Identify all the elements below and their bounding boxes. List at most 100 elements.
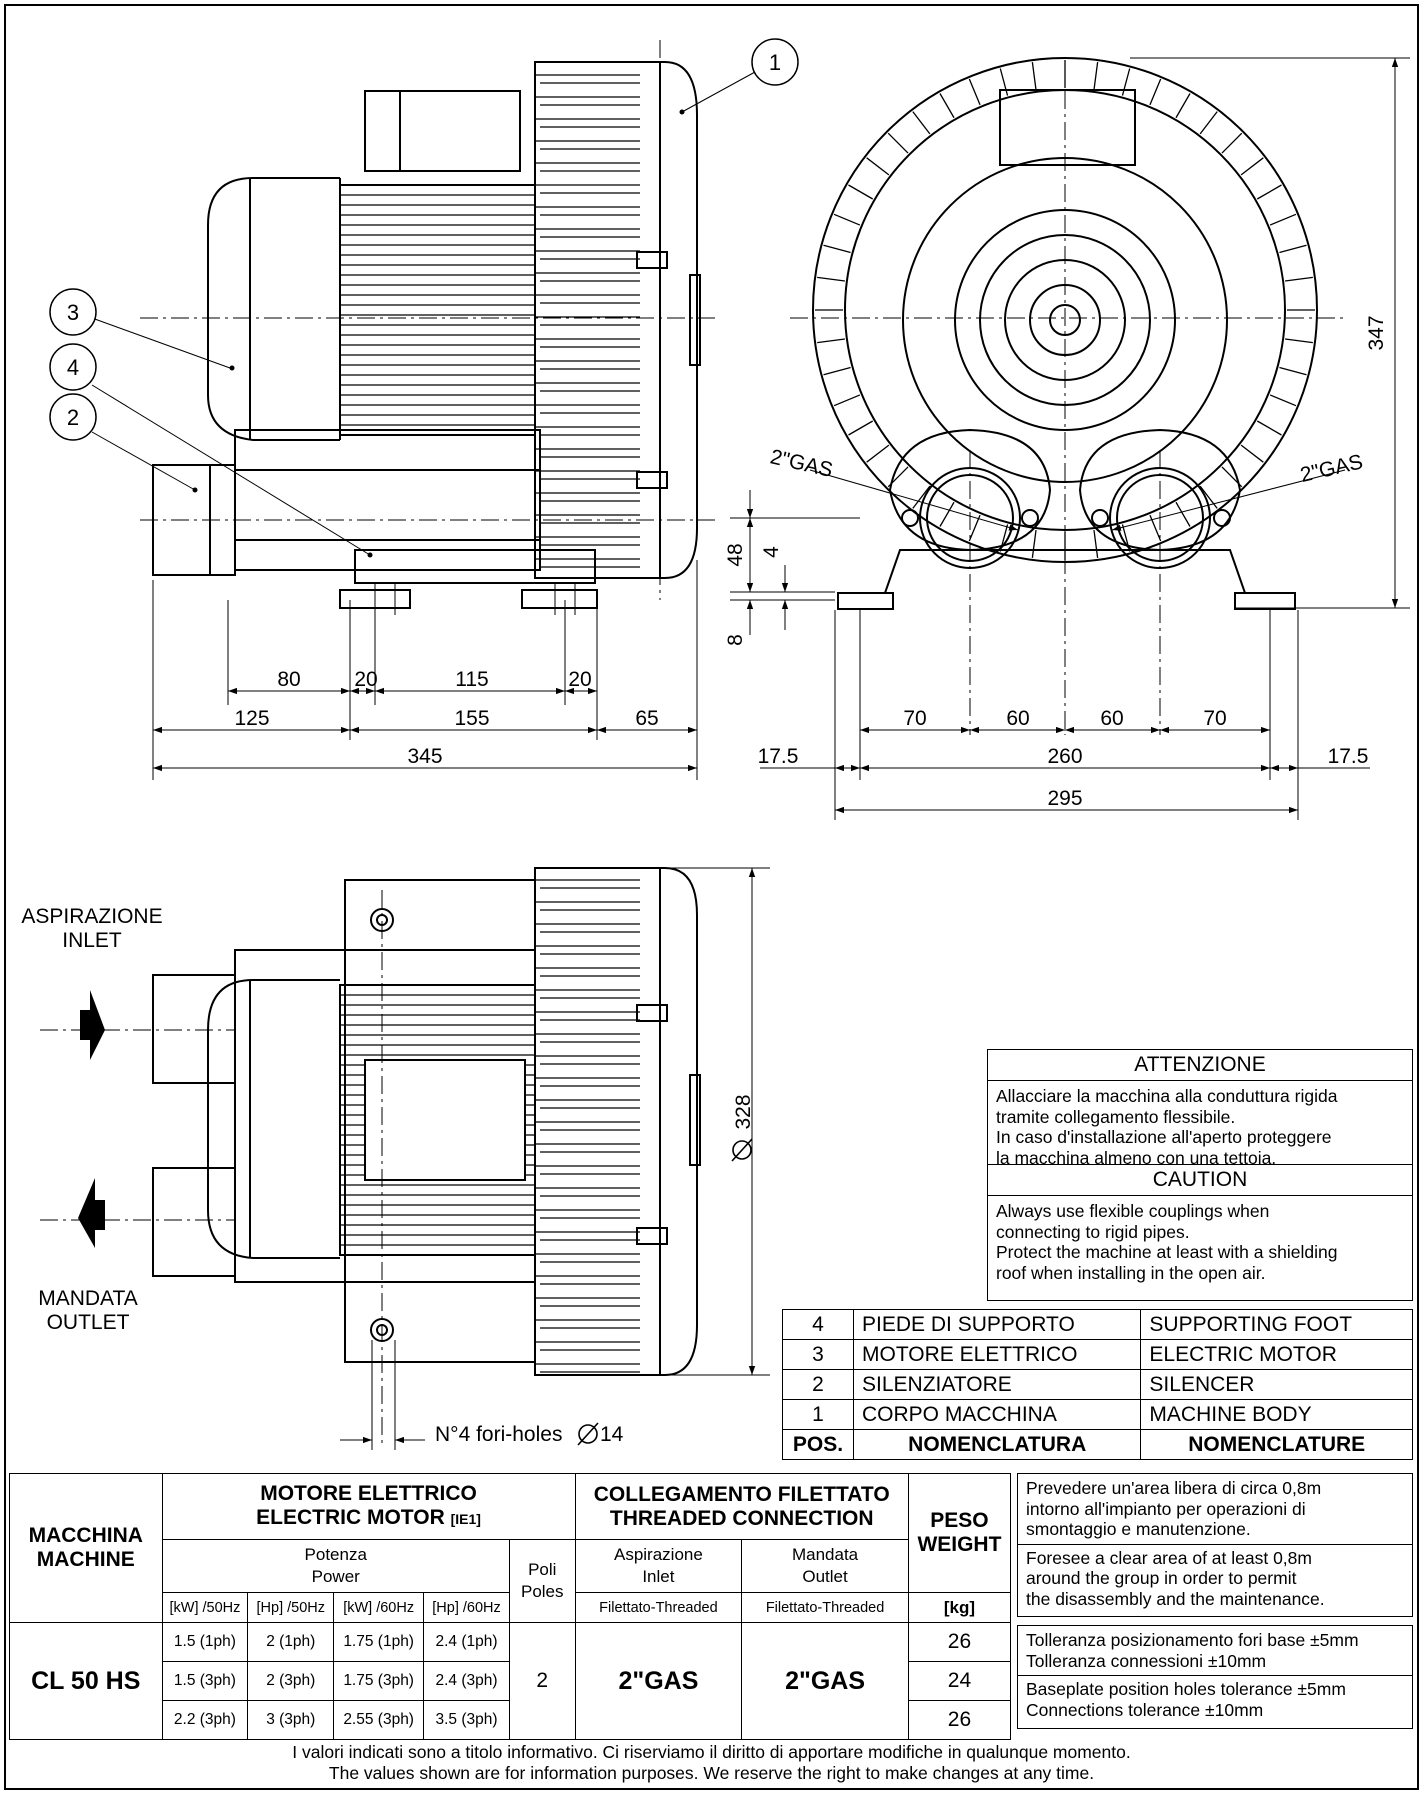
tolerance-line: Tolleranza posizionamento fori base ±5mm <box>1026 1630 1359 1650</box>
callout-circles <box>49 38 799 441</box>
caution-line: Protect the machine at least with a shie… <box>996 1242 1338 1262</box>
attention-line: Allacciare la macchina alla conduttura r… <box>996 1086 1338 1106</box>
machine-header-en: MACHINE <box>36 1548 135 1571</box>
unit-kw-50: [kW] /50Hz <box>161 1592 249 1623</box>
dim-65: 65 <box>635 707 658 730</box>
dimension-lines <box>91 57 1410 1450</box>
holes-label: N°4 fori-holes <box>435 1423 562 1446</box>
dim-20a: 20 <box>354 668 377 691</box>
dim-8: 8 <box>724 634 747 646</box>
motor-class: [IE1] <box>450 1511 481 1527</box>
part-name-it: MOTORE ELETTRICO <box>852 1339 1142 1370</box>
dim-80: 80 <box>277 668 300 691</box>
dim-4: 4 <box>760 546 783 558</box>
motor-header: MOTORE ELETTRICO ELECTRIC MOTOR [IE1] <box>161 1473 576 1540</box>
outlet-value: 2"GAS <box>741 1622 909 1740</box>
machine-header: MACCHINA MACHINE <box>9 1473 163 1623</box>
weight-value: 26 <box>907 1622 1012 1662</box>
tolerance-note: Tolleranza posizionamento fori base ±5mm… <box>1017 1625 1413 1729</box>
footer-line-it: I valori indicati sono a titolo informat… <box>292 1742 1131 1762</box>
part-name-it: CORPO MACCHINA <box>852 1399 1142 1430</box>
power-cell: 2.55 (3ph) <box>333 1700 425 1740</box>
front-centerlines <box>790 60 1345 735</box>
part-name-it: PIEDE DI SUPPORTO <box>852 1309 1142 1340</box>
caution-line: connecting to rigid pipes. <box>996 1221 1190 1242</box>
top-view <box>78 867 701 1376</box>
part-pos: 4 <box>782 1309 854 1340</box>
side-view <box>152 61 701 615</box>
info-panel: Prevedere un'area libera di circa 0,8m i… <box>1017 1473 1413 1729</box>
tolerance-line: Connections tolerance ±10mm <box>1026 1699 1264 1720</box>
clearance-line: around the group in order to permit <box>1026 1568 1297 1588</box>
dim-48: 48 <box>724 543 747 566</box>
poles-header-it: Poli <box>528 1560 557 1579</box>
inlet-header-it: Aspirazione <box>613 1545 703 1564</box>
inlet-header-en: Inlet <box>642 1567 675 1586</box>
dim-125: 125 <box>234 707 269 730</box>
sheet-frame <box>4 4 1419 1790</box>
power-header: Potenza Power <box>161 1539 510 1593</box>
clearance-line: Foresee a clear area of at least 0,8m <box>1026 1547 1312 1568</box>
outlet-label-it: MANDATA <box>38 1287 138 1310</box>
poles-value: 2 <box>508 1622 576 1740</box>
callout-4: 4 <box>67 355 79 380</box>
attention-line: la macchina almeno con una tettoia. <box>996 1147 1277 1168</box>
part-pos: 1 <box>782 1399 854 1430</box>
weight-header: PESO WEIGHT <box>907 1473 1012 1593</box>
inlet-label-it: ASPIRAZIONE <box>21 905 162 928</box>
power-cell: 2.4 (3ph) <box>423 1661 510 1701</box>
warning-box: ATTENZIONE Allacciare la macchina alla c… <box>987 1049 1413 1301</box>
weight-value: 24 <box>907 1661 1012 1701</box>
dim-345: 345 <box>407 745 442 768</box>
outlet-thread: Filettato-Threaded <box>741 1592 909 1623</box>
parts-list: 4 PIEDE DI SUPPORTO SUPPORTING FOOT 3 MO… <box>782 1309 1413 1460</box>
caution-line: roof when installing in the open air. <box>996 1262 1266 1283</box>
dim-347: 347 <box>1365 315 1388 350</box>
dim-260: 260 <box>1047 745 1082 768</box>
inlet-label-en: INLET <box>62 929 122 952</box>
part-name-en: SUPPORTING FOOT <box>1140 1309 1413 1340</box>
parts-row: 1 CORPO MACCHINA MACHINE BODY <box>782 1399 1413 1430</box>
clearance-line: smontaggio e manutenzione. <box>1026 1519 1251 1539</box>
inlet-thread: Filettato-Threaded <box>574 1592 743 1623</box>
clearance-line: the disassembly and the maintenance. <box>1026 1588 1325 1609</box>
dim-17-5b: 17.5 <box>1328 745 1369 768</box>
dim-295: 295 <box>1047 787 1082 810</box>
weight-unit: [kg] <box>907 1592 1012 1623</box>
part-name-it: SILENZIATORE <box>852 1369 1142 1400</box>
power-cell: 1.5 (1ph) <box>161 1622 249 1662</box>
gas-label-right: 2"GAS <box>1298 450 1365 487</box>
part-name-en: SILENCER <box>1140 1369 1413 1400</box>
unit-kw-60: [kW] /60Hz <box>333 1592 425 1623</box>
dim-20b: 20 <box>568 668 591 691</box>
dim-diameter-328: 328 <box>732 1094 755 1129</box>
power-cell: 1.75 (3ph) <box>333 1661 425 1701</box>
dim-70b: 70 <box>1203 707 1226 730</box>
tolerance-line: Tolleranza connessioni ±10mm <box>1026 1650 1267 1671</box>
callout-3: 3 <box>67 300 79 325</box>
clearance-note: Prevedere un'area libera di circa 0,8m i… <box>1017 1473 1413 1617</box>
poles-header-en: Poles <box>520 1582 564 1601</box>
unit-hp-60: [Hp] /60Hz <box>423 1592 510 1623</box>
connection-header: COLLEGAMENTO FILETTATO THREADED CONNECTI… <box>574 1473 909 1540</box>
parts-row: 2 SILENZIATORE SILENCER <box>782 1369 1413 1400</box>
inlet-header: Aspirazione Inlet <box>574 1539 743 1593</box>
dim-155: 155 <box>454 707 489 730</box>
diameter-symbol-holes <box>577 1422 599 1446</box>
top-centerlines <box>40 890 383 1445</box>
outlet-label-en: OUTLET <box>47 1311 130 1334</box>
motor-header-it: MOTORE ELETTRICO <box>260 1482 477 1505</box>
parts-row: 3 MOTORE ELETTRICO ELECTRIC MOTOR <box>782 1339 1413 1370</box>
footer-disclaimer: I valori indicati sono a titolo informat… <box>0 1742 1423 1784</box>
footer-line-en: The values shown are for information pur… <box>328 1763 1095 1783</box>
caution-line: Always use flexible couplings when <box>996 1201 1270 1221</box>
model-name: CL 50 HS <box>9 1622 163 1740</box>
outlet-header-it: Mandata <box>791 1545 859 1564</box>
dim-60a: 60 <box>1006 707 1029 730</box>
callout-2: 2 <box>67 405 79 430</box>
connection-header-it: COLLEGAMENTO FILETTATO <box>593 1482 890 1506</box>
dim-115: 115 <box>455 668 488 691</box>
tolerance-line: Baseplate position holes tolerance ±5mm <box>1026 1679 1346 1699</box>
attention-text: Allacciare la macchina alla conduttura r… <box>988 1081 1412 1168</box>
